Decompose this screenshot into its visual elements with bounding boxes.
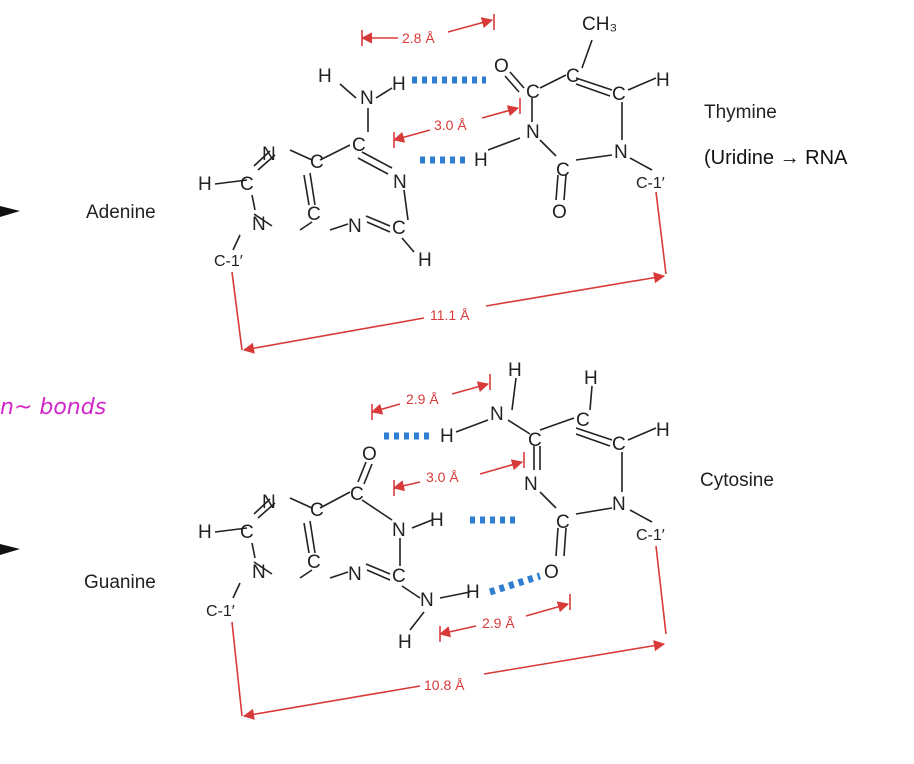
atom-c: C — [566, 66, 580, 87]
atom-n: N — [348, 564, 362, 585]
distance-label: 2.8 Å — [402, 30, 435, 46]
atom-c: C — [612, 434, 626, 455]
atom-n: N — [490, 404, 504, 425]
atom-h: H — [198, 174, 212, 195]
atom-c1-prime: C-1′ — [636, 527, 665, 544]
atom-h: H — [440, 426, 454, 447]
atom-n: N — [392, 520, 406, 541]
atom-c: C — [352, 135, 366, 156]
atom-h: H — [318, 66, 332, 87]
atom-n: N — [614, 142, 628, 163]
distance-10-8: 10.8 Å — [231, 545, 667, 720]
atom-h: H — [466, 582, 480, 603]
atom-c: C — [556, 160, 570, 181]
atom-ch3: CH₃ — [582, 14, 617, 35]
atom-c: C — [310, 500, 324, 521]
atom-o: O — [362, 444, 377, 465]
atom-h: H — [418, 250, 432, 271]
label-thymine: Thymine — [704, 102, 777, 123]
atom-n: N — [612, 494, 626, 515]
distance-3-0: 3.0 Å — [392, 98, 521, 148]
atom-c: C — [307, 204, 321, 225]
cytosine-bonds — [455, 377, 657, 557]
handwritten-note: n~ bonds — [0, 395, 106, 420]
distance-label: 2.9 Å — [406, 391, 439, 407]
adenine-bonds — [214, 83, 415, 253]
atom-c1-prime: C-1′ — [214, 253, 243, 270]
distance-2-9-top: 2.9 Å — [370, 374, 491, 420]
atom-c1-prime: C-1′ — [636, 175, 665, 192]
atom-h: H — [398, 632, 412, 653]
atom-h: H — [392, 74, 406, 95]
atom-n: N — [360, 88, 374, 109]
atom-n: N — [252, 214, 266, 235]
distance-3-0-gc: 3.0 Å — [392, 452, 525, 496]
label-cytosine: Cytosine — [700, 470, 774, 491]
atom-c: C — [240, 174, 254, 195]
atom-n: N — [252, 562, 266, 583]
atom-c1-prime: C-1′ — [206, 603, 235, 620]
rna-note: (Uridine → RNA — [704, 147, 848, 169]
atom-n: N — [393, 172, 407, 193]
atom-h: H — [656, 420, 670, 441]
left-arrow-guanine-icon — [0, 544, 20, 555]
left-arrow-adenine-icon — [0, 206, 20, 217]
guanine-bonds — [214, 461, 471, 631]
atom-n: N — [262, 144, 276, 165]
atom-c: C — [310, 152, 324, 173]
label-guanine: Guanine — [84, 572, 156, 593]
atom-h: H — [198, 522, 212, 543]
distance-label: 11.1 Å — [430, 307, 470, 323]
atom-c: C — [240, 522, 254, 543]
atom-o: O — [494, 56, 509, 77]
atom-c: C — [556, 512, 570, 533]
thymine-bonds — [487, 39, 657, 201]
atom-c: C — [528, 430, 542, 451]
distance-label: 2.9 Å — [482, 615, 515, 631]
atom-c: C — [392, 566, 406, 587]
atom-n: N — [526, 122, 540, 143]
atom-n: N — [262, 492, 276, 513]
distance-label: 3.0 Å — [434, 117, 467, 133]
distance-label: 10.8 Å — [424, 677, 465, 693]
hydrogen-bond — [488, 572, 542, 596]
atom-c: C — [576, 410, 590, 431]
atom-c: C — [526, 82, 540, 103]
atom-c: C — [612, 84, 626, 105]
distance-2-8: 2.8 Å — [360, 14, 495, 46]
label-adenine: Adenine — [86, 202, 156, 223]
atom-n: N — [524, 474, 538, 495]
adenine-thymine-pair: N H C C C N C-1′ C N H H N N C H — [86, 14, 848, 354]
atom-n: N — [348, 216, 362, 237]
atom-o: O — [552, 202, 567, 223]
atom-c: C — [307, 552, 321, 573]
atom-c: C — [392, 218, 406, 239]
atom-h: H — [474, 150, 488, 171]
atom-h: H — [508, 360, 522, 381]
guanine-cytosine-pair: N H C C C N C-1′ C O N H N C N H H — [84, 360, 774, 720]
atom-o: O — [544, 562, 559, 583]
atom-h: H — [430, 510, 444, 531]
distance-2-9-bottom: 2.9 Å — [438, 594, 571, 642]
atom-n: N — [420, 590, 434, 611]
atom-h: H — [656, 70, 670, 91]
atom-h: H — [584, 368, 598, 389]
distance-11-1: 11.1 Å — [231, 191, 667, 354]
distance-label: 3.0 Å — [426, 469, 459, 485]
atom-c: C — [350, 484, 364, 505]
